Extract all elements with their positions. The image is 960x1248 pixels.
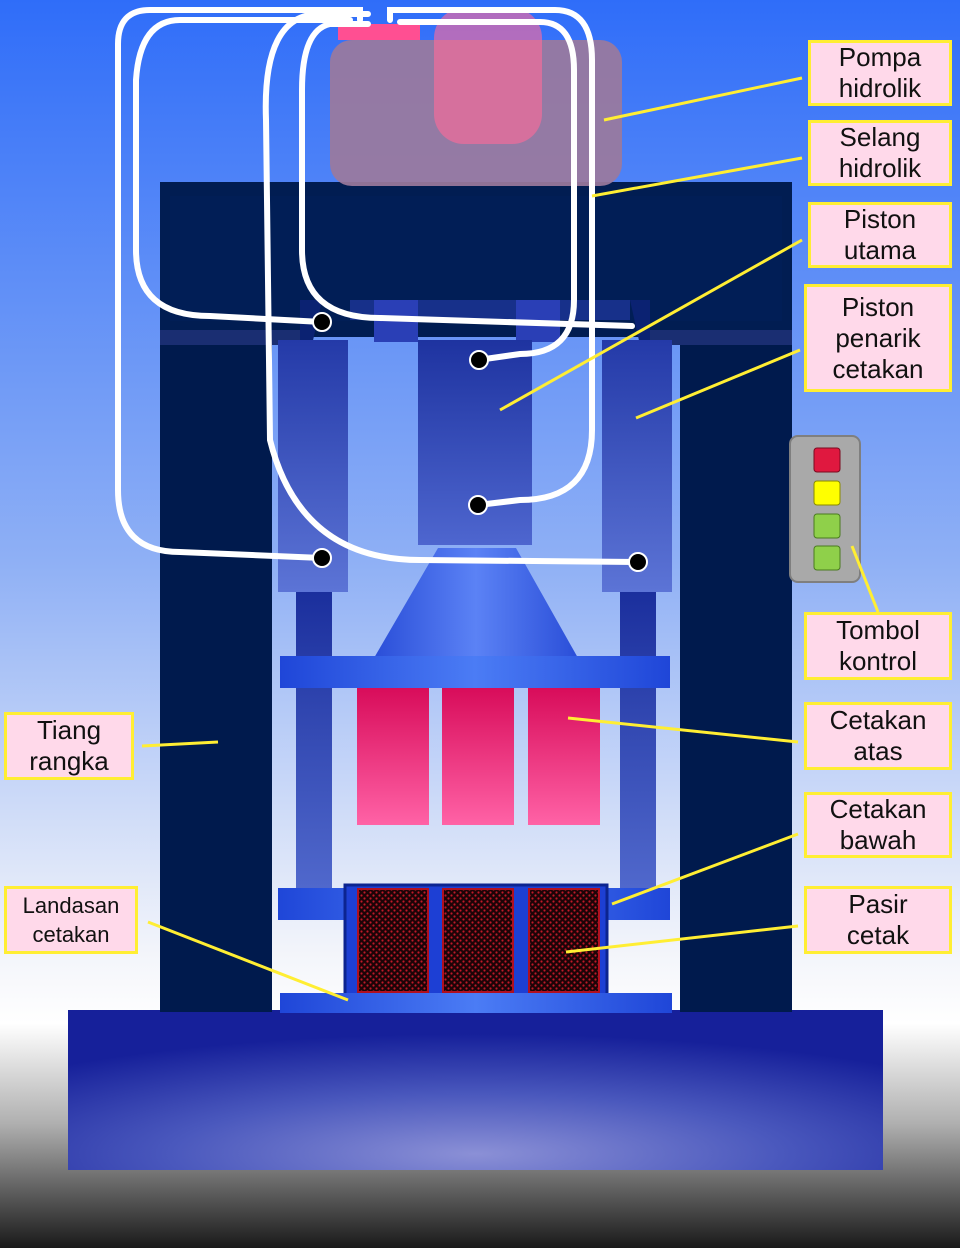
label-cetakan-bawah: Cetakan bawah — [804, 792, 952, 858]
label-selang-hidrolik: Selang hidrolik — [808, 120, 952, 186]
red-control-button[interactable] — [813, 447, 841, 473]
label-pompa-hidrolik: Pompa hidrolik — [808, 40, 952, 106]
upper-mold-3 — [528, 688, 600, 825]
pressing-cone — [374, 548, 578, 658]
sand-2 — [442, 888, 514, 993]
label-piston-penarik-cetakan: Piston penarik cetakan — [804, 284, 952, 392]
label-tombol-kontrol: Tombol kontrol — [804, 612, 952, 680]
label-landasan-cetakan: Landasan cetakan — [4, 886, 138, 954]
green-control-button-2[interactable] — [813, 545, 841, 571]
hydraulic-pump — [330, 8, 622, 186]
label-piston-utama: Piston utama — [808, 202, 952, 268]
upper-plate — [280, 656, 670, 688]
upper-mold-1 — [357, 688, 429, 825]
green-control-button-1[interactable] — [813, 513, 841, 539]
control-panel — [789, 435, 861, 583]
upper-mold-2 — [442, 688, 514, 825]
label-pasir-cetak: Pasir cetak — [804, 886, 952, 954]
hydraulic-hoses — [115, 7, 641, 565]
mold-base-plate — [280, 993, 672, 1013]
sand-3 — [528, 888, 600, 993]
right-pulling-piston — [602, 340, 672, 592]
left-pulling-piston — [278, 340, 348, 592]
left-guide-rod — [296, 588, 332, 888]
right-guide-rod — [620, 588, 656, 888]
yellow-control-button[interactable] — [813, 480, 841, 506]
machine-base — [68, 1010, 883, 1170]
hose-connectors — [312, 312, 648, 572]
sand-1 — [357, 888, 429, 993]
leader-lines — [141, 76, 880, 1002]
label-cetakan-atas: Cetakan atas — [804, 702, 952, 770]
label-tiang-rangka: Tiang rangka — [4, 712, 134, 780]
